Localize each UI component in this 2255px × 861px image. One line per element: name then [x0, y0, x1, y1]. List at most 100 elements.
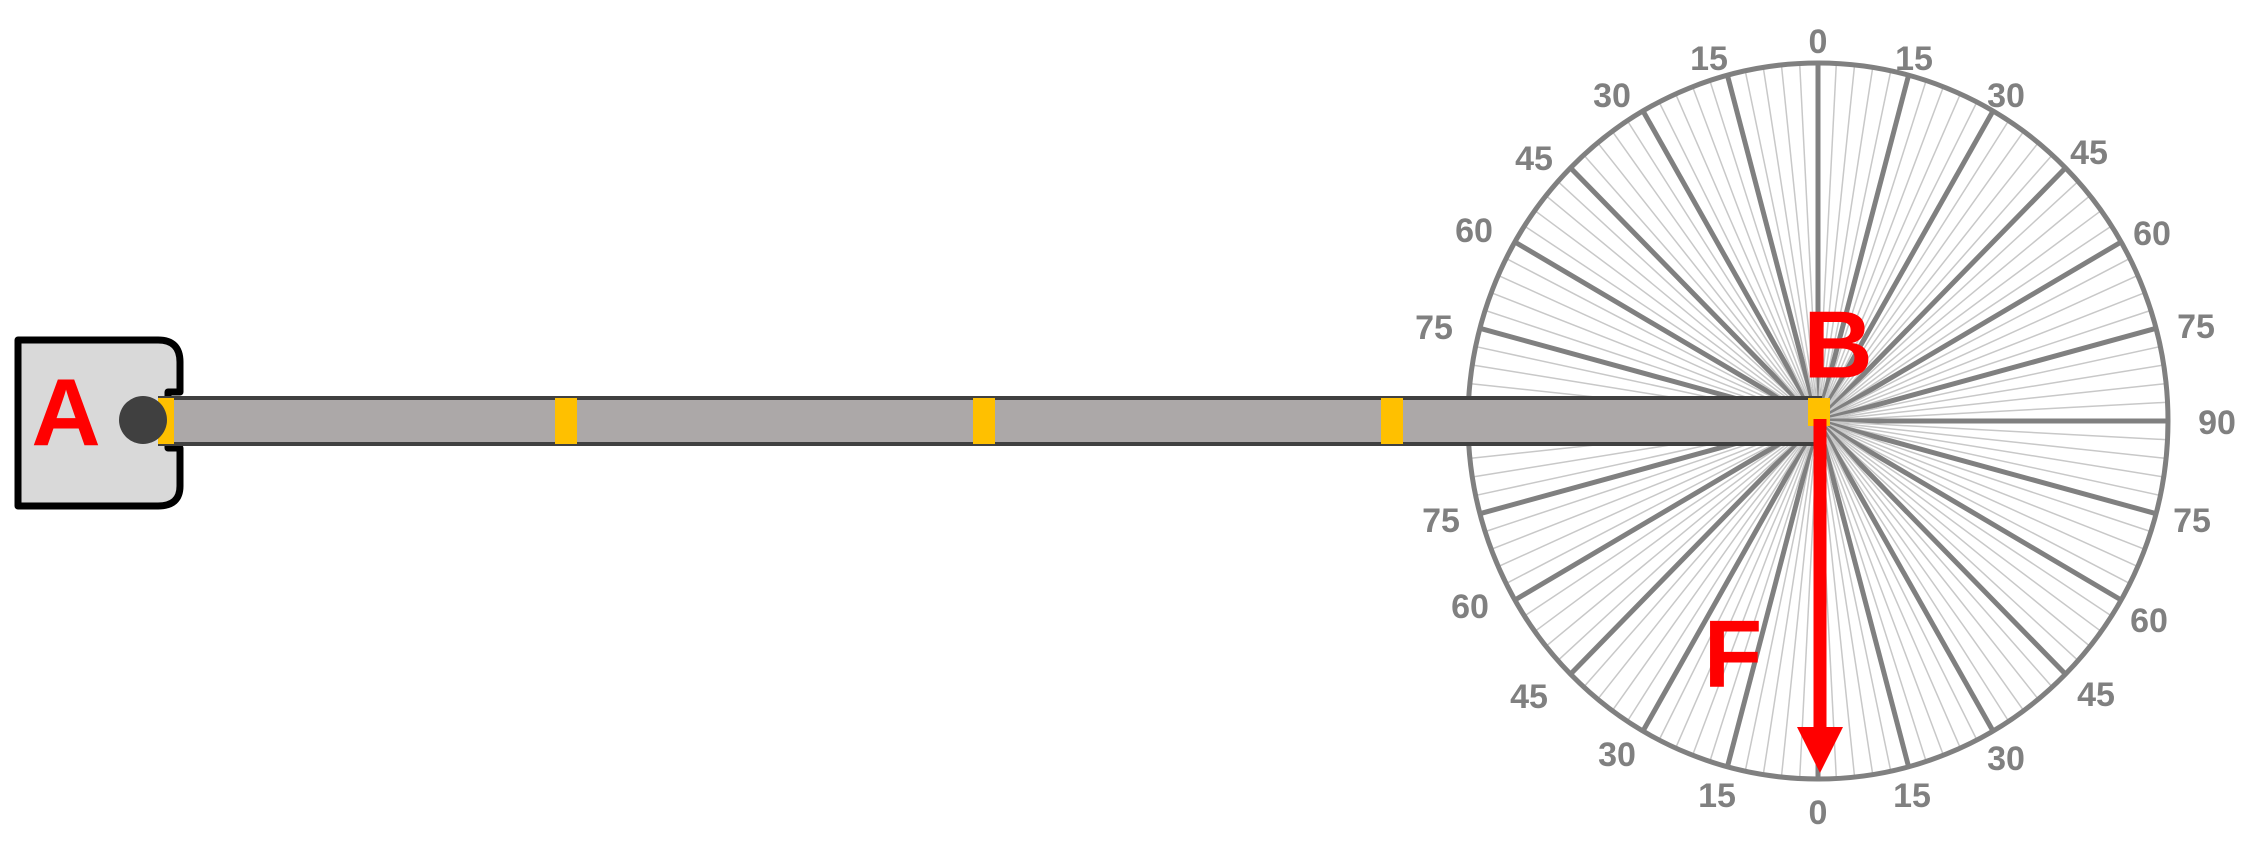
label-a: A — [31, 359, 100, 466]
deg-label-upper-right-75: 75 — [2177, 308, 2215, 346]
deg-label-upper-left-15: 15 — [1690, 40, 1728, 78]
beam-joint — [555, 398, 577, 444]
protractor-minor-tick — [1817, 274, 2139, 422]
deg-label-upper-right-15: 15 — [1895, 40, 1933, 78]
deg-label-lower-right-15: 15 — [1893, 777, 1931, 815]
protractor-minor-tick — [1557, 180, 1819, 422]
protractor-minor-tick — [1817, 309, 2152, 422]
protractor-major-tick — [1815, 419, 1996, 733]
protractor-minor-tick — [1658, 101, 1819, 422]
protractor-minor-tick — [1817, 420, 2102, 633]
protractor-minor-tick — [1817, 67, 1874, 422]
protractor-minor-tick — [1709, 420, 1819, 762]
protractor-minor-tick — [1817, 142, 2039, 422]
label-f: F — [1704, 600, 1763, 707]
protractor-minor-tick — [1534, 420, 1819, 633]
protractor-major-tick — [1568, 419, 1820, 676]
protractor-minor-tick — [1817, 420, 1927, 762]
beam-joint — [1381, 398, 1403, 444]
protractor-minor-tick — [1545, 420, 1819, 647]
protractor-minor-tick — [1583, 420, 1819, 688]
protractor-minor-tick — [1817, 420, 2168, 441]
protractor-major-tick — [1817, 418, 2157, 517]
protractor-minor-tick — [1817, 420, 2010, 722]
protractor-minor-tick — [1817, 70, 1892, 422]
protractor-minor-tick — [1817, 292, 2146, 422]
protractor-minor-tick — [1817, 420, 2091, 647]
deg-label-right-90: 90 — [2198, 404, 2236, 442]
deg-label-upper-right-60: 60 — [2133, 215, 2171, 253]
deg-label-upper-right-45: 45 — [2070, 134, 2108, 172]
protractor-minor-tick — [1817, 257, 2131, 422]
protractor-minor-tick — [1817, 420, 1945, 756]
protractor-minor-tick — [1817, 420, 2152, 533]
protractor-minor-tick — [1817, 420, 2161, 497]
deg-label-lower-right-45: 45 — [2077, 676, 2115, 714]
deg-label-upper-left-75: 75 — [1415, 309, 1453, 347]
protractor-minor-tick — [1762, 67, 1819, 422]
protractor-minor-tick — [1762, 420, 1819, 775]
protractor-minor-tick — [1817, 420, 1892, 772]
protractor-major-tick — [1640, 109, 1821, 423]
protractor-minor-tick — [1817, 420, 2167, 460]
protractor-major-tick — [1640, 419, 1821, 733]
protractor-minor-tick — [1817, 101, 1978, 422]
protractor-minor-tick — [1557, 420, 1819, 662]
deg-label-lower-right-30: 30 — [1987, 740, 2025, 778]
force-arrow-head — [1797, 727, 1843, 773]
protractor-minor-tick — [1524, 420, 1819, 617]
support-block — [14, 336, 184, 510]
protractor-minor-tick — [1817, 420, 2079, 662]
beam-joint — [973, 398, 995, 444]
deg-label-upper-left-60: 60 — [1455, 212, 1493, 250]
deg-label-bottom-0: 0 — [1809, 794, 1828, 832]
label-b: B — [1803, 291, 1872, 398]
protractor-minor-tick — [1780, 420, 1819, 778]
protractor-minor-tick — [1817, 420, 2146, 550]
deg-label-lower-right-60: 60 — [2130, 602, 2168, 640]
protractor-minor-tick — [1534, 209, 1819, 422]
protractor-minor-tick — [1780, 64, 1819, 422]
protractor-minor-tick — [1817, 420, 1962, 749]
protractor-major-tick — [1724, 420, 1821, 768]
protractor-minor-tick — [1524, 225, 1819, 422]
protractor-minor-tick — [1611, 130, 1819, 422]
beam — [158, 396, 1830, 446]
deg-label-lower-right-75: 75 — [2173, 502, 2211, 540]
protractor-minor-tick — [1817, 154, 2053, 422]
protractor-major-tick — [1815, 109, 1996, 423]
deg-label-lower-left-30: 30 — [1598, 736, 1636, 774]
protractor-minor-tick — [1744, 70, 1819, 422]
protractor-major-tick — [1816, 418, 2123, 603]
protractor-minor-tick — [1798, 63, 1819, 422]
protractor-minor-tick — [1626, 420, 1819, 722]
deg-label-lower-left-60: 60 — [1451, 588, 1489, 626]
protractor-minor-tick — [1817, 401, 2168, 422]
protractor-minor-tick — [1817, 420, 2112, 617]
protractor-major-tick — [1513, 239, 1820, 424]
protractor-minor-tick — [1817, 80, 1927, 422]
protractor-minor-tick — [1817, 420, 2164, 478]
protractor-minor-tick — [1817, 120, 2010, 422]
protractor-minor-tick — [1744, 420, 1819, 772]
protractor-minor-tick — [1817, 420, 2025, 712]
protractor-major-tick — [1513, 418, 1820, 603]
protractor-major-tick — [1815, 74, 1912, 422]
protractor-minor-tick — [1611, 420, 1819, 712]
protractor-minor-tick — [1505, 420, 1819, 585]
protractor-minor-tick — [1674, 93, 1819, 422]
pin-joint — [119, 396, 167, 444]
protractor-minor-tick — [1817, 420, 2131, 585]
protractor-minor-tick — [1817, 382, 2167, 422]
protractor-minor-tick — [1817, 420, 2039, 700]
protractor-minor-tick — [1817, 345, 2161, 422]
deg-label-upper-left-45: 45 — [1515, 140, 1553, 178]
protractor-minor-tick — [1817, 364, 2164, 422]
protractor-minor-tick — [1817, 63, 1838, 422]
protractor-minor-tick — [1626, 120, 1819, 422]
protractor-major-tick — [1568, 166, 1820, 423]
deg-label-top-0: 0 — [1809, 23, 1828, 61]
protractor-major-tick — [1816, 239, 2123, 424]
deg-label-lower-left-75: 75 — [1422, 502, 1460, 540]
